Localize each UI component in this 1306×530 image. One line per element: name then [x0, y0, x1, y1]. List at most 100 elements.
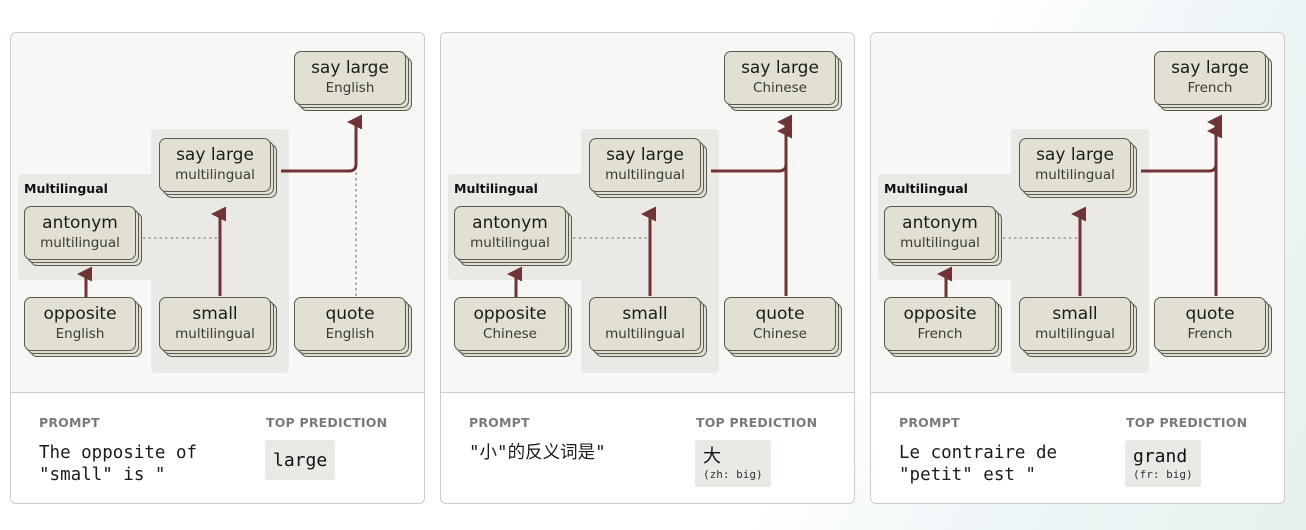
node-title: say large: [176, 145, 254, 166]
node-title: quote: [755, 304, 805, 325]
top-prediction-note: (fr: big): [1133, 468, 1193, 481]
node-subtitle: multilingual: [1035, 167, 1115, 184]
node-subtitle: French: [917, 326, 963, 343]
node-title: antonym: [902, 213, 978, 234]
node-subtitle: multilingual: [470, 235, 550, 252]
panel-footer: PROMPT TOP PREDICTION "小"的反义词是" 大 (zh: b…: [441, 394, 854, 503]
edge-layer: [77, 114, 362, 297]
top-prediction-box: large: [265, 440, 336, 480]
node-subtitle: English: [55, 326, 105, 343]
node-subtitle: French: [1187, 326, 1233, 343]
say-large-mid-to-top-edge: [711, 114, 792, 173]
prompt-text: The opposite of "small" is ": [39, 443, 208, 485]
node-title: small: [1052, 304, 1098, 325]
node-title: opposite: [473, 304, 547, 325]
top-prediction-value: grand: [1133, 446, 1188, 467]
say-large-mid-to-top-edge: [1141, 114, 1222, 173]
edge-layer: [937, 114, 1222, 297]
node-title: say large: [1171, 58, 1249, 79]
multilingual-label: Multilingual: [24, 181, 108, 196]
node-subtitle: multilingual: [175, 167, 255, 184]
node-title: quote: [1185, 304, 1235, 325]
top-prediction-label: TOP PREDICTION: [266, 415, 388, 430]
node-subtitle: Chinese: [753, 326, 807, 343]
top-prediction-value: 大: [703, 446, 721, 467]
panel-footer: PROMPT TOP PREDICTION The opposite of "s…: [11, 394, 424, 503]
node-title: say large: [606, 145, 684, 166]
prompt-label: PROMPT: [469, 415, 530, 430]
node-subtitle: multilingual: [1035, 326, 1115, 343]
edge-layer: [507, 114, 792, 297]
top-prediction-value: large: [273, 450, 328, 471]
node-subtitle: Chinese: [483, 326, 537, 343]
node-title: say large: [311, 58, 389, 79]
prompt-label: PROMPT: [39, 415, 100, 430]
node-subtitle: multilingual: [605, 326, 685, 343]
node-title: small: [622, 304, 668, 325]
node-subtitle: Chinese: [753, 80, 807, 97]
node-title: antonym: [42, 213, 118, 234]
prompt-text: Le contraire de "petit" est ": [899, 443, 1068, 485]
node-title: opposite: [43, 304, 117, 325]
multilingual-label: Multilingual: [884, 181, 968, 196]
prompt-label: PROMPT: [899, 415, 960, 430]
node-title: antonym: [472, 213, 548, 234]
top-prediction-box: grand (fr: big): [1125, 440, 1201, 487]
node-title: quote: [325, 304, 375, 325]
node-subtitle: multilingual: [175, 326, 255, 343]
node-subtitle: multilingual: [40, 235, 120, 252]
node-subtitle: English: [325, 80, 375, 97]
top-prediction-box: 大 (zh: big): [695, 440, 771, 487]
say-large-mid-to-top-edge: [281, 114, 362, 173]
top-prediction-note: (zh: big): [703, 468, 763, 481]
node-title: opposite: [903, 304, 977, 325]
node-title: small: [192, 304, 238, 325]
node-subtitle: French: [1187, 80, 1233, 97]
node-subtitle: English: [325, 326, 375, 343]
top-prediction-label: TOP PREDICTION: [1126, 415, 1248, 430]
node-title: say large: [1036, 145, 1114, 166]
node-subtitle: multilingual: [900, 235, 980, 252]
